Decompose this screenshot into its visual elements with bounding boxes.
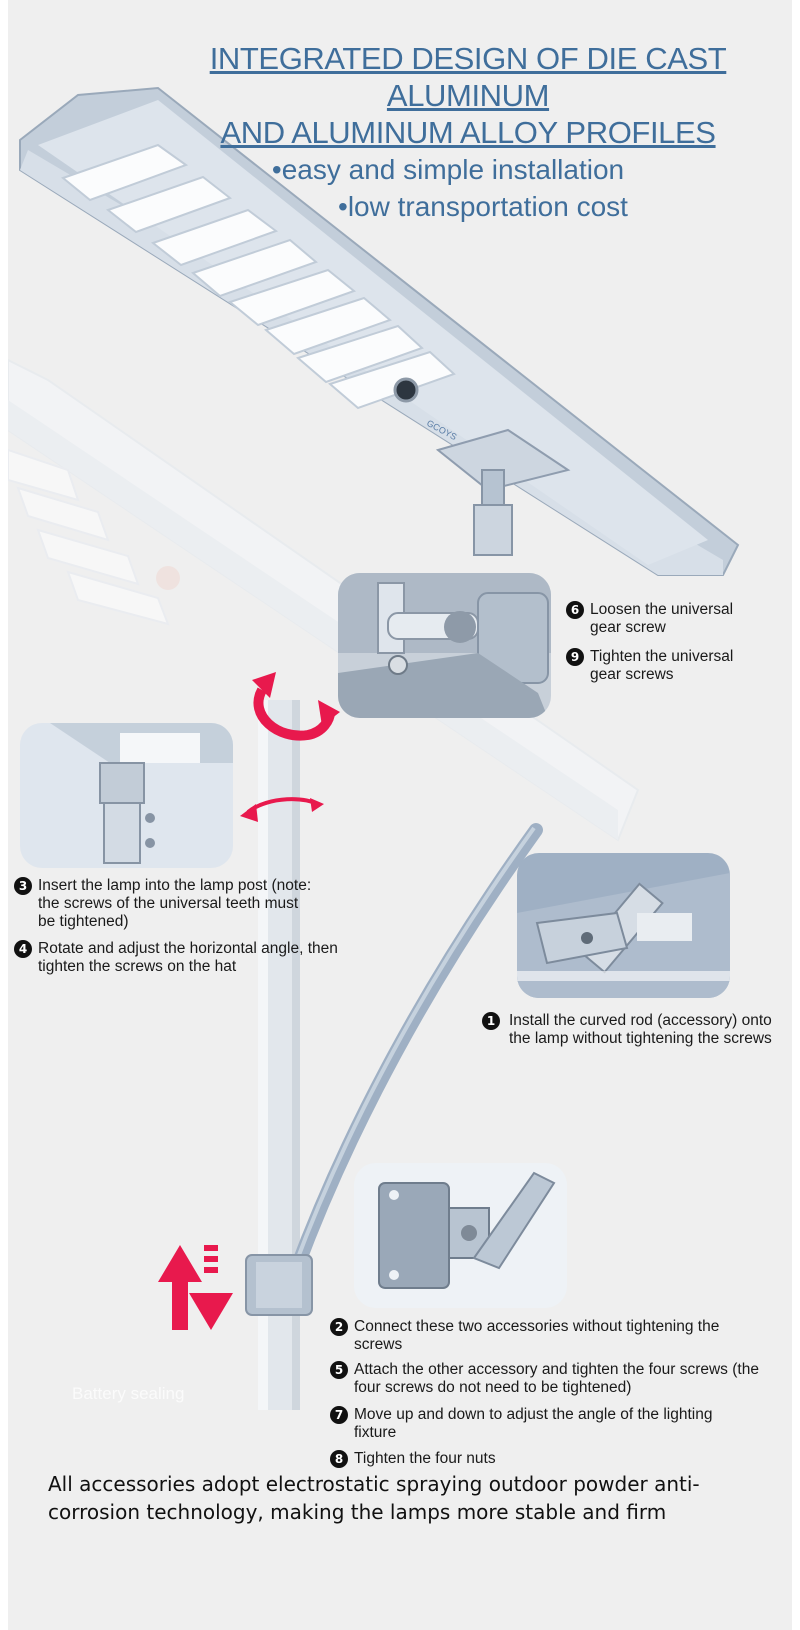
- step-text: Tighten the four nuts: [354, 1450, 496, 1467]
- step-text: Move up and down to adjust the angle of …: [354, 1406, 713, 1441]
- step-6: 6 Loosen the universal gear screw: [566, 601, 756, 637]
- product-infographic: GCOYS INTEGRATED DESIGN OF DIE CAST ALUM…: [8, 0, 792, 1630]
- step-text: Attach the other accessory and tighten t…: [354, 1361, 759, 1396]
- step-text: Connect these two accessories without ti…: [354, 1318, 720, 1353]
- step-number-badge: 6: [566, 601, 584, 619]
- sensor-icon: [393, 377, 419, 403]
- step-5: 5 Attach the other accessory and tighten…: [330, 1361, 770, 1397]
- step-number-badge: 3: [14, 877, 32, 895]
- up-down-arrow-icon: [158, 1245, 233, 1330]
- step-8: 8 Tighten the four nuts: [330, 1450, 750, 1468]
- pole-clamp: [245, 1254, 313, 1316]
- battery-sealing-label: Battery sealing: [72, 1384, 185, 1403]
- step-text: Rotate and adjust the horizontal angle, …: [38, 940, 338, 975]
- step-number-badge: 9: [566, 648, 584, 666]
- step-7: 7 Move up and down to adjust the angle o…: [330, 1406, 750, 1442]
- step-text: Insert the lamp into the lamp post (note…: [38, 877, 312, 930]
- step-1: 1 Install the curved rod (accessory) ont…: [482, 1012, 772, 1048]
- main-lamp-head: GCOYS: [19, 86, 740, 576]
- step-number-badge: 4: [14, 940, 32, 958]
- step-text: Install the curved rod (accessory) onto …: [509, 1012, 772, 1047]
- led-modules: [60, 143, 456, 410]
- step-number-badge: 5: [330, 1361, 348, 1379]
- heading-bullet-2: •low transportation cost: [338, 191, 628, 222]
- gear-screw-photo: [338, 573, 551, 718]
- step-number-badge: 8: [330, 1450, 348, 1468]
- step-2: 2 Connect these two accessories without …: [330, 1318, 750, 1354]
- lamp-illustration: GCOYS: [8, 86, 740, 1410]
- step-text: Tighten the universal gear screws: [590, 648, 734, 683]
- clamp-accessory-photo: [354, 1163, 567, 1308]
- step-9: 9 Tighten the universal gear screws: [566, 648, 756, 684]
- step-number-badge: 2: [330, 1318, 348, 1336]
- curved-rod: [289, 823, 543, 1277]
- step-text: Loosen the universal gear screw: [590, 601, 734, 636]
- heading-line-2: AND ALUMINUM ALLOY PROFILES: [220, 115, 716, 150]
- footer-text: All accessories adopt electrostatic spra…: [48, 1472, 700, 1524]
- step-number-badge: 1: [482, 1012, 500, 1030]
- faded-lamp: [8, 358, 640, 842]
- heading-line-1: INTEGRATED DESIGN OF DIE CAST ALUMINUM: [209, 41, 727, 113]
- curved-rod-photo: [517, 853, 730, 998]
- step-4: 4 Rotate and adjust the horizontal angle…: [14, 940, 344, 976]
- mounting-bracket: [435, 428, 571, 556]
- main-heading: INTEGRATED DESIGN OF DIE CAST ALUMINUM A…: [158, 40, 778, 225]
- step-3: 3 Insert the lamp into the lamp post (no…: [14, 877, 314, 931]
- lamp-insert-photo: [20, 723, 233, 868]
- step-number-badge: 7: [330, 1406, 348, 1424]
- heading-bullet-1: •easy and simple installation: [271, 154, 625, 185]
